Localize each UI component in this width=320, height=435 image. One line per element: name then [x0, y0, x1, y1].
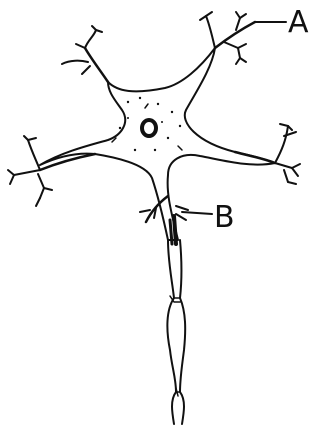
- cytoplasm-speckles: [112, 97, 182, 151]
- label-b: B: [214, 200, 235, 235]
- axon: [167, 240, 185, 424]
- label-a: A: [288, 5, 309, 40]
- cell-body: [40, 48, 275, 240]
- dendrite-right: [235, 124, 300, 184]
- nucleus: [142, 120, 156, 136]
- dendrite-top-left: [62, 26, 108, 82]
- label-b-pointer: [182, 212, 212, 214]
- axon-hillock: [170, 216, 176, 244]
